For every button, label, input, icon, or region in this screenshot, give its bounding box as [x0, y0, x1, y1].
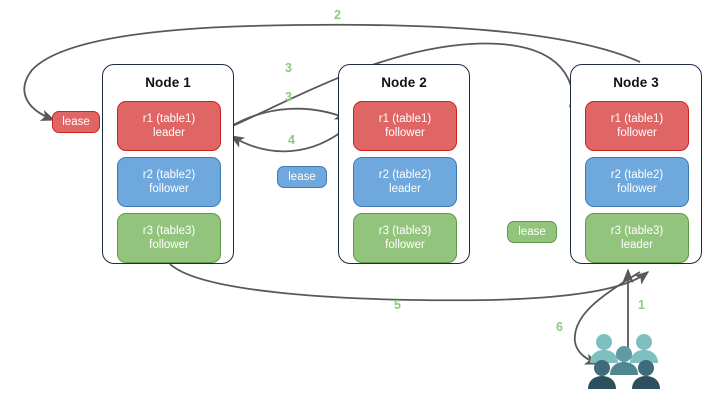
replica-name: r2 (table2): [610, 169, 664, 181]
replica-role: follower: [149, 183, 189, 195]
replica-name: r3 (table3): [378, 225, 432, 237]
node-title: Node 2: [381, 75, 427, 90]
replica-r3-node2[interactable]: r3 (table3) follower: [353, 213, 457, 263]
arrow-step-3-lower: [227, 107, 350, 129]
replica-r2-node2[interactable]: r2 (table2) leader: [353, 157, 457, 207]
arrow-step-5: [169, 263, 650, 302]
lease-chip-red[interactable]: lease: [52, 111, 100, 133]
replica-r1-node1[interactable]: r1 (table1) leader: [117, 101, 221, 151]
replica-r1-node3[interactable]: r1 (table1) follower: [585, 101, 689, 151]
replica-r3-node1[interactable]: r3 (table3) follower: [117, 213, 221, 263]
replica-role: follower: [385, 127, 425, 139]
step-label-2: 2: [334, 8, 341, 22]
node-title: Node 1: [145, 75, 191, 90]
replica-r2-node1[interactable]: r2 (table2) follower: [117, 157, 221, 207]
replica-role: follower: [617, 183, 657, 195]
lease-chip-blue[interactable]: lease: [277, 166, 327, 188]
step-label-1: 1: [638, 298, 645, 312]
node-box-1[interactable]: Node 1 r1 (table1) leader r2 (table2) fo…: [102, 64, 234, 264]
step-label-6: 6: [556, 320, 563, 334]
step-label-5: 5: [394, 298, 401, 312]
replica-r3-node3[interactable]: r3 (table3) leader: [585, 213, 689, 263]
replica-role: follower: [385, 239, 425, 251]
users-group-icon: [588, 332, 660, 390]
replica-name: r1 (table1): [610, 113, 664, 125]
lease-chip-green[interactable]: lease: [507, 221, 557, 243]
node-box-3[interactable]: Node 3 r1 (table1) follower r2 (table2) …: [570, 64, 702, 264]
replica-name: r2 (table2): [378, 169, 432, 181]
lease-label: lease: [288, 171, 316, 183]
replica-r2-node3[interactable]: r2 (table2) follower: [585, 157, 689, 207]
replica-name: r1 (table1): [142, 113, 196, 125]
step-label-3-upper: 3: [285, 61, 292, 75]
replica-r1-node2[interactable]: r1 (table1) follower: [353, 101, 457, 151]
replica-name: r2 (table2): [142, 169, 196, 181]
step-label-4: 4: [288, 133, 295, 147]
replica-name: r3 (table3): [142, 225, 196, 237]
replica-name: r3 (table3): [610, 225, 664, 237]
replica-name: r1 (table1): [378, 113, 432, 125]
node-title: Node 3: [613, 75, 659, 90]
lease-label: lease: [518, 226, 546, 238]
node-box-2[interactable]: Node 2 r1 (table1) follower r2 (table2) …: [338, 64, 470, 264]
lease-label: lease: [62, 116, 90, 128]
replica-role: follower: [617, 127, 657, 139]
replica-role: leader: [153, 127, 185, 139]
replica-role: leader: [621, 239, 653, 251]
replica-role: leader: [389, 183, 421, 195]
replica-role: follower: [149, 239, 189, 251]
step-label-3-lower: 3: [285, 90, 292, 104]
users-icon: [588, 334, 660, 389]
